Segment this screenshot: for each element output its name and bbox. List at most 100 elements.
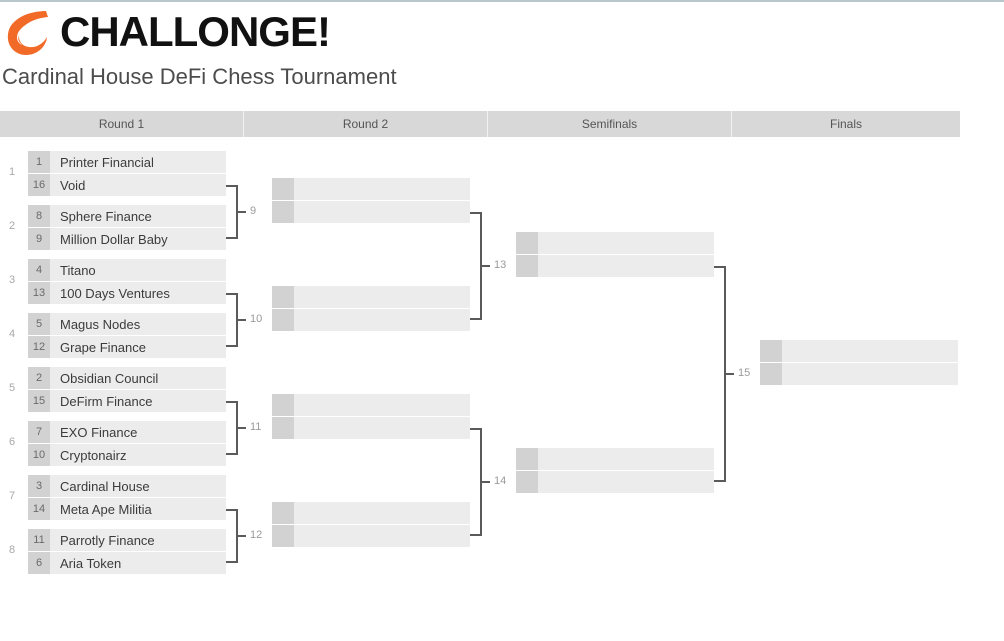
match-number-sf-1: 13 <box>494 259 507 271</box>
player-name: Magus Nodes <box>60 316 141 332</box>
round-tab-label: Round 1 <box>98 117 145 131</box>
bracket-connector-stub <box>238 427 246 429</box>
bracket-connector-stub <box>238 535 246 537</box>
player-seed <box>516 448 538 470</box>
match-player-row[interactable] <box>272 201 470 223</box>
player-seed: 15 <box>28 390 50 412</box>
player-seed <box>272 309 294 331</box>
match-player-row[interactable] <box>272 525 470 547</box>
player-name: 100 Days Ventures <box>60 285 170 301</box>
match-box[interactable] <box>516 448 714 493</box>
player-seed <box>272 525 294 547</box>
match-number-r1-4: 4 <box>8 328 16 340</box>
player-seed <box>272 417 294 439</box>
player-name: Void <box>60 177 86 193</box>
match-player-row[interactable] <box>272 502 470 524</box>
player-seed: 10 <box>28 444 50 466</box>
player-seed: 9 <box>28 228 50 250</box>
player-seed: 16 <box>28 174 50 196</box>
match-box[interactable] <box>272 502 470 547</box>
player-name: Meta Ape Militia <box>60 501 152 517</box>
player-name: Printer Financial <box>60 154 154 170</box>
bracket-connector-stub <box>482 265 490 267</box>
round-tab-1[interactable]: Round 1 <box>0 111 243 137</box>
match-player-row[interactable]: 1 Printer Financial <box>28 151 226 173</box>
match-player-row[interactable] <box>516 448 714 470</box>
match-player-row[interactable] <box>272 178 470 200</box>
match-player-row[interactable] <box>272 309 470 331</box>
round-tab-label: Semifinals <box>581 117 638 131</box>
match-player-row[interactable] <box>516 232 714 254</box>
player-seed <box>760 363 782 385</box>
match-number-r1-3: 3 <box>8 274 16 286</box>
match-box[interactable] <box>272 286 470 331</box>
player-name: Sphere Finance <box>60 208 152 224</box>
player-name: Parrotly Finance <box>60 532 155 548</box>
player-seed: 12 <box>28 336 50 358</box>
match-box[interactable] <box>516 232 714 277</box>
match-box[interactable]: 1 Printer Financial 16 Void <box>28 151 226 196</box>
round-tab-3[interactable]: Semifinals <box>487 111 731 137</box>
player-name: EXO Finance <box>60 424 138 440</box>
match-player-row[interactable] <box>516 255 714 277</box>
player-seed: 4 <box>28 259 50 281</box>
match-box[interactable] <box>760 340 958 385</box>
match-number-r2-1: 9 <box>250 205 257 217</box>
brand-name: CHALLONGE! <box>60 8 331 55</box>
match-number-r1-1: 1 <box>8 166 16 178</box>
bracket-connector <box>226 401 238 455</box>
match-box[interactable] <box>272 394 470 439</box>
match-player-row[interactable] <box>760 340 958 362</box>
round-tab-4[interactable]: Finals <box>731 111 960 137</box>
player-name: Obsidian Council <box>60 370 159 386</box>
player-seed: 5 <box>28 313 50 335</box>
match-player-row[interactable] <box>272 417 470 439</box>
round-tab-2[interactable]: Round 2 <box>243 111 487 137</box>
match-number-r1-2: 2 <box>8 220 16 232</box>
bracket-connector-stub <box>482 481 490 483</box>
match-number-r1-5: 5 <box>8 382 16 394</box>
bracket-connector <box>470 428 482 536</box>
bracket-connector <box>470 212 482 320</box>
match-player-row[interactable]: 15 DeFirm Finance <box>28 390 226 412</box>
player-name: Cardinal House <box>60 478 150 494</box>
match-box[interactable] <box>272 178 470 223</box>
match-player-row[interactable]: 4 Titano <box>28 259 226 281</box>
match-number-r2-3: 11 <box>250 421 262 433</box>
match-player-row[interactable] <box>760 363 958 385</box>
bracket-connector <box>714 266 726 482</box>
tournament-title: Cardinal House DeFi Chess Tournament <box>2 64 397 89</box>
match-number-r2-4: 12 <box>250 529 263 541</box>
match-player-row[interactable] <box>272 394 470 416</box>
match-player-row[interactable]: 5 Magus Nodes <box>28 313 226 335</box>
match-player-row[interactable]: 8 Sphere Finance <box>28 205 226 227</box>
player-name: Titano <box>60 262 96 278</box>
player-seed: 1 <box>28 151 50 173</box>
brand-header: CHALLONGE! <box>0 4 520 60</box>
match-player-row[interactable] <box>516 471 714 493</box>
player-name: DeFirm Finance <box>60 393 153 409</box>
match-player-row[interactable]: 16 Void <box>28 174 226 196</box>
match-player-row[interactable] <box>272 286 470 308</box>
player-seed <box>516 471 538 493</box>
player-seed <box>516 255 538 277</box>
player-seed: 8 <box>28 205 50 227</box>
